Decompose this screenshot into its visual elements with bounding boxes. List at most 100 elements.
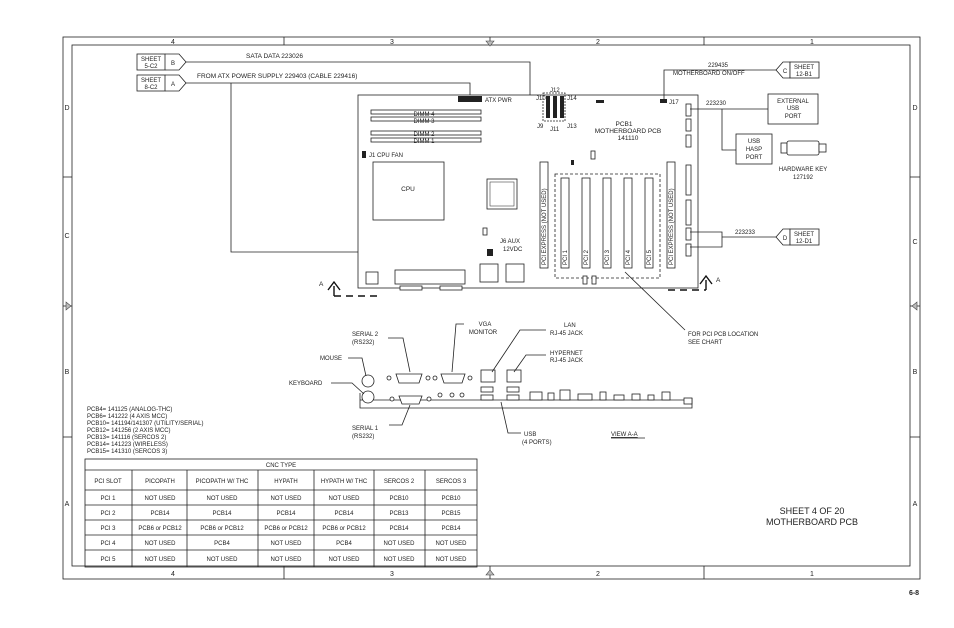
usb-hasp-line3: PORT: [746, 155, 763, 161]
pci4-slot: [623, 177, 633, 269]
title-block-sheet: SHEET 4 OF 20: [780, 506, 845, 516]
table-cell: PCB6 or PCB12: [322, 526, 366, 532]
sheet-ref-b-sheet: SHEET: [141, 57, 161, 63]
serial2-label-2: (RS232): [352, 340, 374, 346]
lan-leader: [491, 329, 546, 373]
j13-label: J13: [567, 124, 577, 130]
pci-location-leader: [624, 271, 686, 331]
sheet-ref-c-ref: 12-B1: [796, 72, 813, 78]
row-label-left-a: A: [65, 501, 70, 508]
board-right-edge-connectors: [685, 103, 692, 257]
small-component: [571, 160, 574, 165]
pcb1-title: PCB1: [616, 121, 633, 128]
j6-12vdc-label: 12VDC: [503, 247, 523, 253]
cpu-label: CPU: [401, 186, 415, 193]
vga-label-1: VGA: [479, 322, 492, 328]
sheet-ref-d-ref: 12-D1: [796, 239, 813, 245]
dimm4-label: DIMM 4: [414, 112, 436, 118]
table-cell: PCB14: [334, 511, 354, 517]
serial1-leader: [389, 404, 411, 426]
chipset: [486, 178, 518, 210]
table-cell: PCI 4: [100, 541, 116, 547]
table-cell: NOT USED: [384, 541, 416, 547]
pcb1-number: 141110: [618, 135, 639, 142]
table-row: PCI 3 PCB6 or PCB12 PCB6 or PCB12 PCB6 o…: [100, 526, 461, 532]
j14-label: J14: [567, 96, 577, 102]
hardware-key-icon: [780, 140, 827, 156]
section-a-left-label: A: [319, 281, 324, 288]
table-cell: PCB6 or PCB12: [138, 526, 182, 532]
atx-power-line: [186, 82, 471, 96]
j11-label: J11: [550, 127, 560, 133]
sheet-ref-d-sheet: SHEET: [794, 232, 814, 238]
j6-aux-connector: [487, 249, 493, 256]
title-block-title: MOTHERBOARD PCB: [766, 517, 858, 527]
j6-aux-label: J6 AUX: [500, 239, 520, 245]
pci3-label: PCI 3: [605, 249, 611, 265]
lan-label-2: RJ-45 JACK: [550, 331, 583, 337]
usb-leader: [500, 401, 521, 434]
table-cell: PCI 2: [100, 511, 116, 517]
sheet-ref-d-letter: D: [783, 236, 788, 242]
table-cell: NOT USED: [329, 557, 361, 563]
table-header-cell: HYPATH: [274, 479, 297, 485]
usb-ports-label-2: (4 PORTS): [522, 440, 552, 446]
table-header-cell: HYPATH W/ THC: [321, 479, 368, 485]
pci5-slot: [644, 177, 654, 269]
onoff-number: 229435: [708, 63, 729, 69]
usb-ports-label-1: USB: [524, 432, 536, 438]
hasp-cable-line: [721, 109, 736, 151]
usb-hasp-port-box: [735, 133, 773, 165]
sheet-ref-c: [775, 61, 820, 79]
sheet-ref-a-ref: 8-C2: [144, 85, 158, 91]
hypernet-leader: [513, 354, 546, 373]
serial2-label-1: SERIAL 2: [352, 332, 379, 338]
sheet-ref-a-letter: A: [171, 82, 175, 88]
col-label-bottom-2: 2: [596, 571, 600, 578]
sheet-ref-b-ref: 5-C2: [144, 64, 158, 70]
table-row: PCI 2 PCB14 PCB14 PCB14 PCB14 PCB13 PCB1…: [100, 511, 461, 517]
keyboard-leader: [331, 382, 365, 395]
table-header-row: PCI SLOT PICOPATH PICOPATH W/ THC HYPATH…: [94, 479, 467, 485]
table-cell: PCB10: [441, 496, 461, 502]
row-label-left-b: B: [65, 369, 70, 376]
mouse-label: MOUSE: [320, 356, 342, 362]
table-header-cell: PCI SLOT: [94, 479, 122, 485]
cnc-type-table: [84, 458, 478, 568]
table-cell: NOT USED: [271, 496, 303, 502]
row-label-left-d: D: [64, 105, 69, 112]
table-header-cell: SERCOS 3: [436, 479, 467, 485]
dimm3-label: DIMM 3: [414, 119, 436, 125]
sheet-ref-c-sheet: SHEET: [794, 65, 814, 71]
pcb-list-item: PCB12= 141256 (2 AXIS MCC): [87, 428, 171, 434]
small-component: [590, 150, 596, 160]
page-number: 6-8: [909, 590, 919, 597]
pci5-label: PCI 5: [647, 249, 653, 265]
serial1-label-2: (RS232): [352, 434, 374, 440]
table-header-cell: PICOPATH W/ THC: [196, 479, 249, 485]
pcie-left-slot: [539, 161, 549, 269]
j10-label: J10: [536, 96, 546, 102]
pci3-slot: [602, 177, 612, 269]
sata-cable-label: SATA DATA 223026: [246, 53, 303, 60]
atx-pwr-connector: [458, 96, 482, 102]
table-cell: PCB14: [389, 526, 409, 532]
pci1-label: PCI 1: [563, 249, 569, 265]
table-row: PCI 4 NOT USED PCB4 NOT USED PCB4 NOT US…: [100, 541, 467, 547]
dimm2-label: DIMM 2: [414, 132, 436, 138]
atx-supply-cable-label: FROM ATX POWER SUPPLY 229403 (CABLE 2294…: [197, 73, 357, 80]
board-rear-io: [365, 263, 597, 291]
pci1-slot: [560, 177, 570, 269]
section-a-marker-right: [668, 274, 713, 291]
table-cell: NOT USED: [436, 557, 468, 563]
pcie-right-slot: [666, 161, 676, 269]
pcb-list-item: PCB13= 141116 (SERCOS 2): [87, 435, 166, 441]
j17-label: J17: [669, 100, 679, 106]
table-cell: PCB4: [214, 541, 230, 547]
pcie-right-label: PCI EXPRESS (NOT USED): [669, 188, 675, 265]
keyboard-label: KEYBOARD: [289, 381, 323, 387]
onoff-label: MOTHERBOARD ON/OFF: [673, 71, 745, 77]
col-label-bottom-4: 4: [171, 571, 175, 578]
pci-slot-region: [554, 173, 661, 279]
